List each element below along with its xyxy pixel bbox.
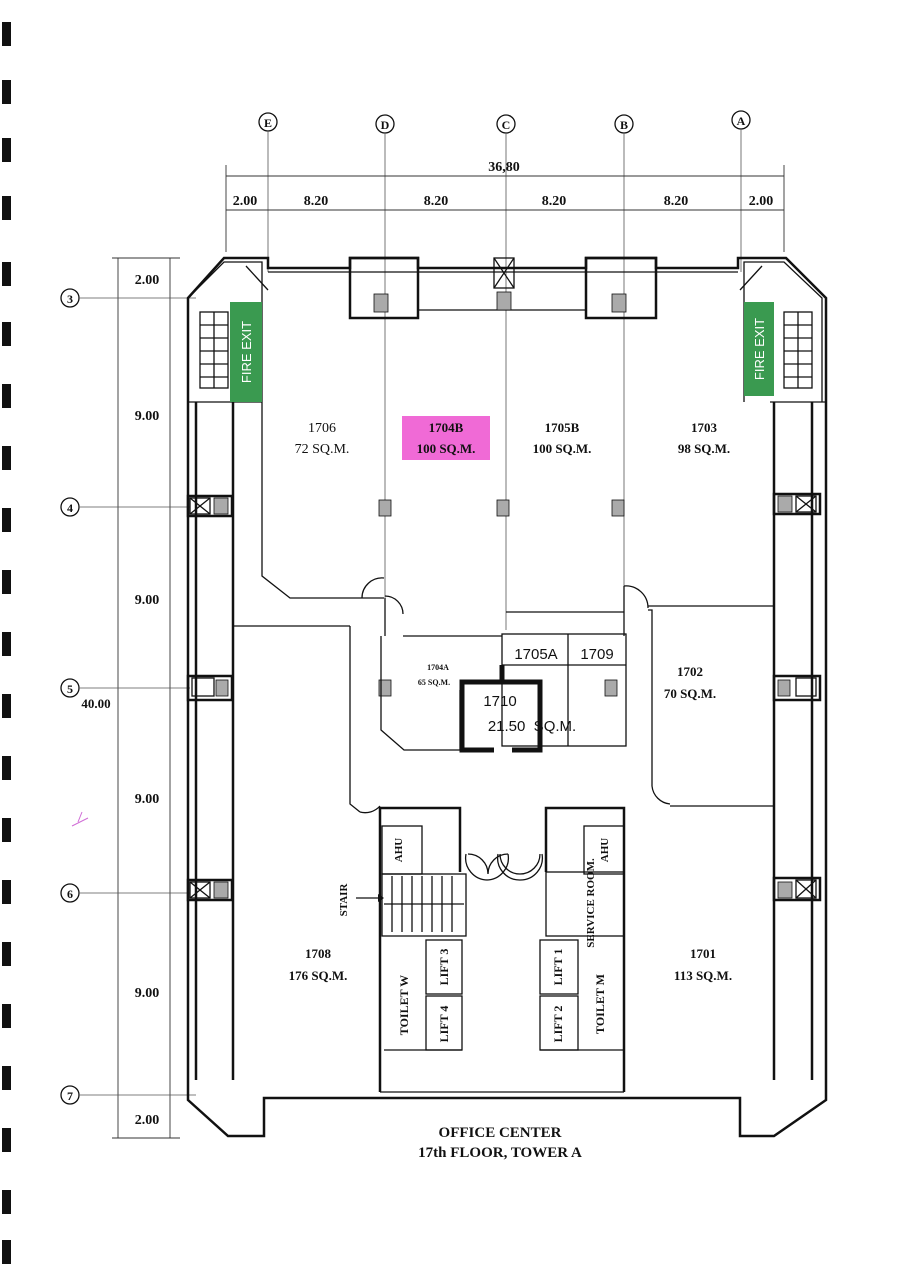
top-columns <box>348 256 658 320</box>
plan-caption: OFFICE CENTER 17th FLOOR, TOWER A <box>418 1125 582 1161</box>
unit-1702-area: 70 SQ.M. <box>664 686 716 701</box>
side-columns <box>186 492 822 902</box>
bay-dimension-6: 2.00 <box>749 194 774 209</box>
total-height-dimension: 40.00 <box>81 696 110 711</box>
bay-dimension-2: 8.20 <box>304 194 329 209</box>
toilet-m-label: TOILET M <box>593 974 607 1034</box>
unit-1705b-number: 1705B <box>545 420 580 435</box>
bay-dimension-4: 8.20 <box>542 194 567 209</box>
lift-3-label: LIFT 3 <box>437 949 451 986</box>
service-core: AHU AHU STAIR SERVICE ROOM. TOILET W TOI… <box>338 806 626 1093</box>
grid-label-4: 4 <box>67 501 73 515</box>
binder-holes <box>2 22 11 1264</box>
unit-labels: 1706 72 SQ.M. 1704B 100 SQ.M. 1705B 100 … <box>289 416 732 983</box>
row-dimension-2: 9.00 <box>135 409 160 424</box>
left-dimensions: 40.00 2.00 9.00 9.00 9.00 9.00 2.00 <box>81 257 180 1139</box>
fire-exit-right: FIRE EXIT <box>739 261 823 402</box>
bay-dimension-1: 2.00 <box>233 194 258 209</box>
fire-exit-left: FIRE EXIT <box>187 261 269 402</box>
lift-2-label: LIFT 2 <box>551 1006 565 1043</box>
stair-arrow-icon <box>378 894 384 902</box>
grid-label-c: C <box>502 118 511 132</box>
unit-1704b-highlight <box>402 416 490 460</box>
grid-label-5: 5 <box>67 682 73 696</box>
fire-exit-label-right: FIRE EXIT <box>752 318 767 380</box>
unit-1708-area: 176 SQ.M. <box>289 968 348 983</box>
grid-label-3: 3 <box>67 292 73 306</box>
grid-label-a: A <box>737 114 746 128</box>
unit-1704a-number: 1704A <box>427 663 449 672</box>
fire-exit-label-left: FIRE EXIT <box>239 321 254 383</box>
row-dimension-5: 9.00 <box>135 986 160 1001</box>
fire-exit-sign-right <box>744 302 774 396</box>
top-dimensions: 36,80 2.00 8.20 8.20 8.20 8.20 2.00 <box>225 160 785 252</box>
unit-1703-area: 98 SQ.M. <box>678 441 730 456</box>
row-grid: 3 4 5 6 7 <box>60 288 196 1105</box>
lift-4-label: LIFT 4 <box>437 1006 451 1043</box>
unit-1705a-number: 1705A <box>514 646 557 663</box>
unit-1706-number: 1706 <box>308 421 336 436</box>
grid-label-b: B <box>620 118 628 132</box>
row-dimension-3: 9.00 <box>135 593 160 608</box>
pen-mark <box>71 811 89 827</box>
unit-1710-area: 21.50 SQ.M. <box>488 718 576 735</box>
unit-1703-number: 1703 <box>691 420 718 435</box>
unit-1704a-area: 65 SQ.M. <box>418 678 450 687</box>
grid-label-7: 7 <box>67 1089 73 1103</box>
unit-1709-number: 1709 <box>580 646 613 663</box>
row-dimension-6: 2.00 <box>135 1113 160 1128</box>
row-dimension-4: 9.00 <box>135 792 160 807</box>
unit-1710-number: 1710 <box>483 693 516 710</box>
caption-line-1: OFFICE CENTER <box>439 1125 562 1141</box>
lift-1-label: LIFT 1 <box>551 949 565 986</box>
bay-dimension-3: 8.20 <box>424 194 449 209</box>
ahu-left-label: AHU <box>393 838 405 863</box>
grid-label-d: D <box>381 118 390 132</box>
column-grid: E D C B A <box>258 110 751 630</box>
caption-line-2: 17th FLOOR, TOWER A <box>418 1145 582 1161</box>
unit-1701-area: 113 SQ.M. <box>674 968 732 983</box>
unit-1705b-area: 100 SQ.M. <box>533 441 592 456</box>
toilet-w-label: TOILET W <box>397 975 411 1035</box>
bay-dimension-5: 8.20 <box>664 194 689 209</box>
unit-1708-number: 1708 <box>305 946 332 961</box>
unit-1704b-number: 1704B <box>429 420 464 435</box>
grid-label-e: E <box>264 116 272 130</box>
unit-1706-area: 72 SQ.M. <box>295 442 350 457</box>
service-room-label: SERVICE ROOM. <box>585 858 597 948</box>
stair-label: STAIR <box>338 883 350 917</box>
unit-1702-number: 1702 <box>677 664 703 679</box>
fire-exit-sign-left <box>230 302 262 402</box>
row-dimension-1: 2.00 <box>135 273 160 288</box>
total-width-dimension: 36,80 <box>488 160 520 175</box>
unit-1701-number: 1701 <box>690 946 716 961</box>
grid-label-6: 6 <box>67 887 73 901</box>
unit-1704b-area: 100 SQ.M. <box>417 441 476 456</box>
ahu-right-label: AHU <box>599 838 611 863</box>
office-partitions <box>233 402 774 814</box>
